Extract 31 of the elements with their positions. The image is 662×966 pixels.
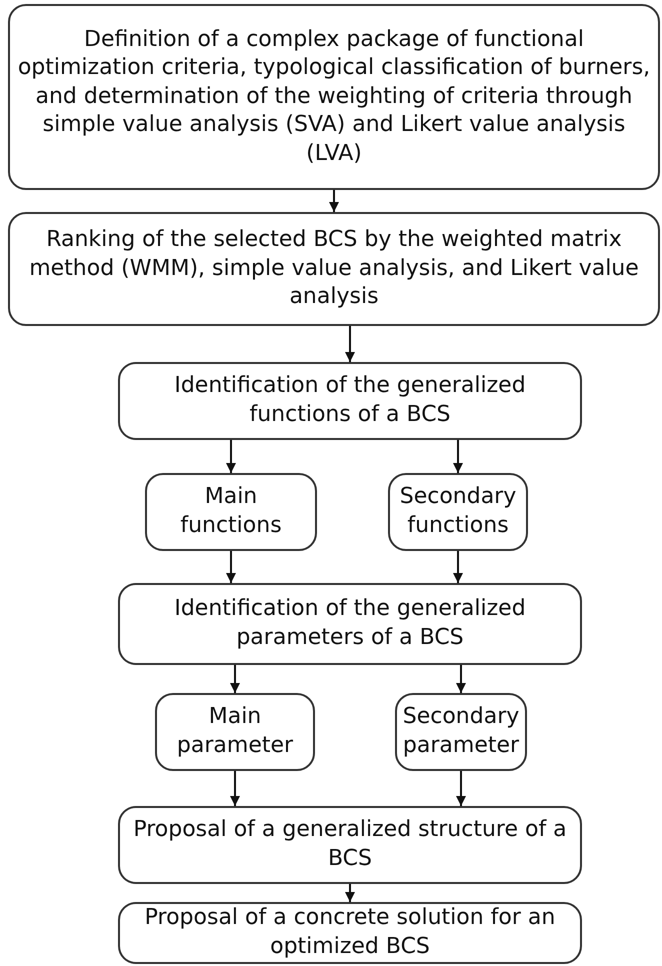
arrow <box>329 190 339 212</box>
arrow <box>226 551 236 583</box>
node-text: Proposal of a generalized structure of a BCS <box>132 816 568 873</box>
node-text: Identification of the generalized functions of a BCS <box>173 372 527 429</box>
node-text: Definition of a complex package of functional optimization criteria, typological classification of burners, and determination of the weighting of criteria through simple value analysis (SVA) and Likert value analysis (LVA) <box>16 26 652 168</box>
process-box <box>118 362 582 440</box>
process-box <box>118 583 582 665</box>
parameter-box <box>155 693 315 771</box>
function-box <box>145 473 317 551</box>
node-text: Secondary parameter <box>402 703 520 760</box>
node-text: Identification of the generalized parameters of a BCS <box>173 595 527 652</box>
arrow <box>345 884 355 902</box>
parameter-box <box>395 693 527 771</box>
node-text: Secondary functions <box>398 483 518 540</box>
process-box <box>8 212 660 326</box>
arrow <box>456 771 466 806</box>
function-box <box>388 473 528 551</box>
process-box <box>8 4 660 190</box>
node-text: Main functions <box>179 483 283 540</box>
arrow <box>345 326 355 362</box>
process-box <box>118 902 582 964</box>
node-text: Main parameter <box>176 703 294 760</box>
arrow <box>226 440 236 473</box>
arrow <box>453 551 463 583</box>
arrow <box>230 771 240 806</box>
process-box <box>118 806 582 884</box>
arrow <box>230 665 240 693</box>
node-text: Proposal of a concrete solution for an optimized BCS <box>144 904 556 961</box>
node-text: Ranking of the selected BCS by the weighted matrix method (WMM), simple value analysis, and Likert value analysis <box>28 226 640 312</box>
arrow <box>456 665 466 693</box>
arrow <box>453 440 463 473</box>
